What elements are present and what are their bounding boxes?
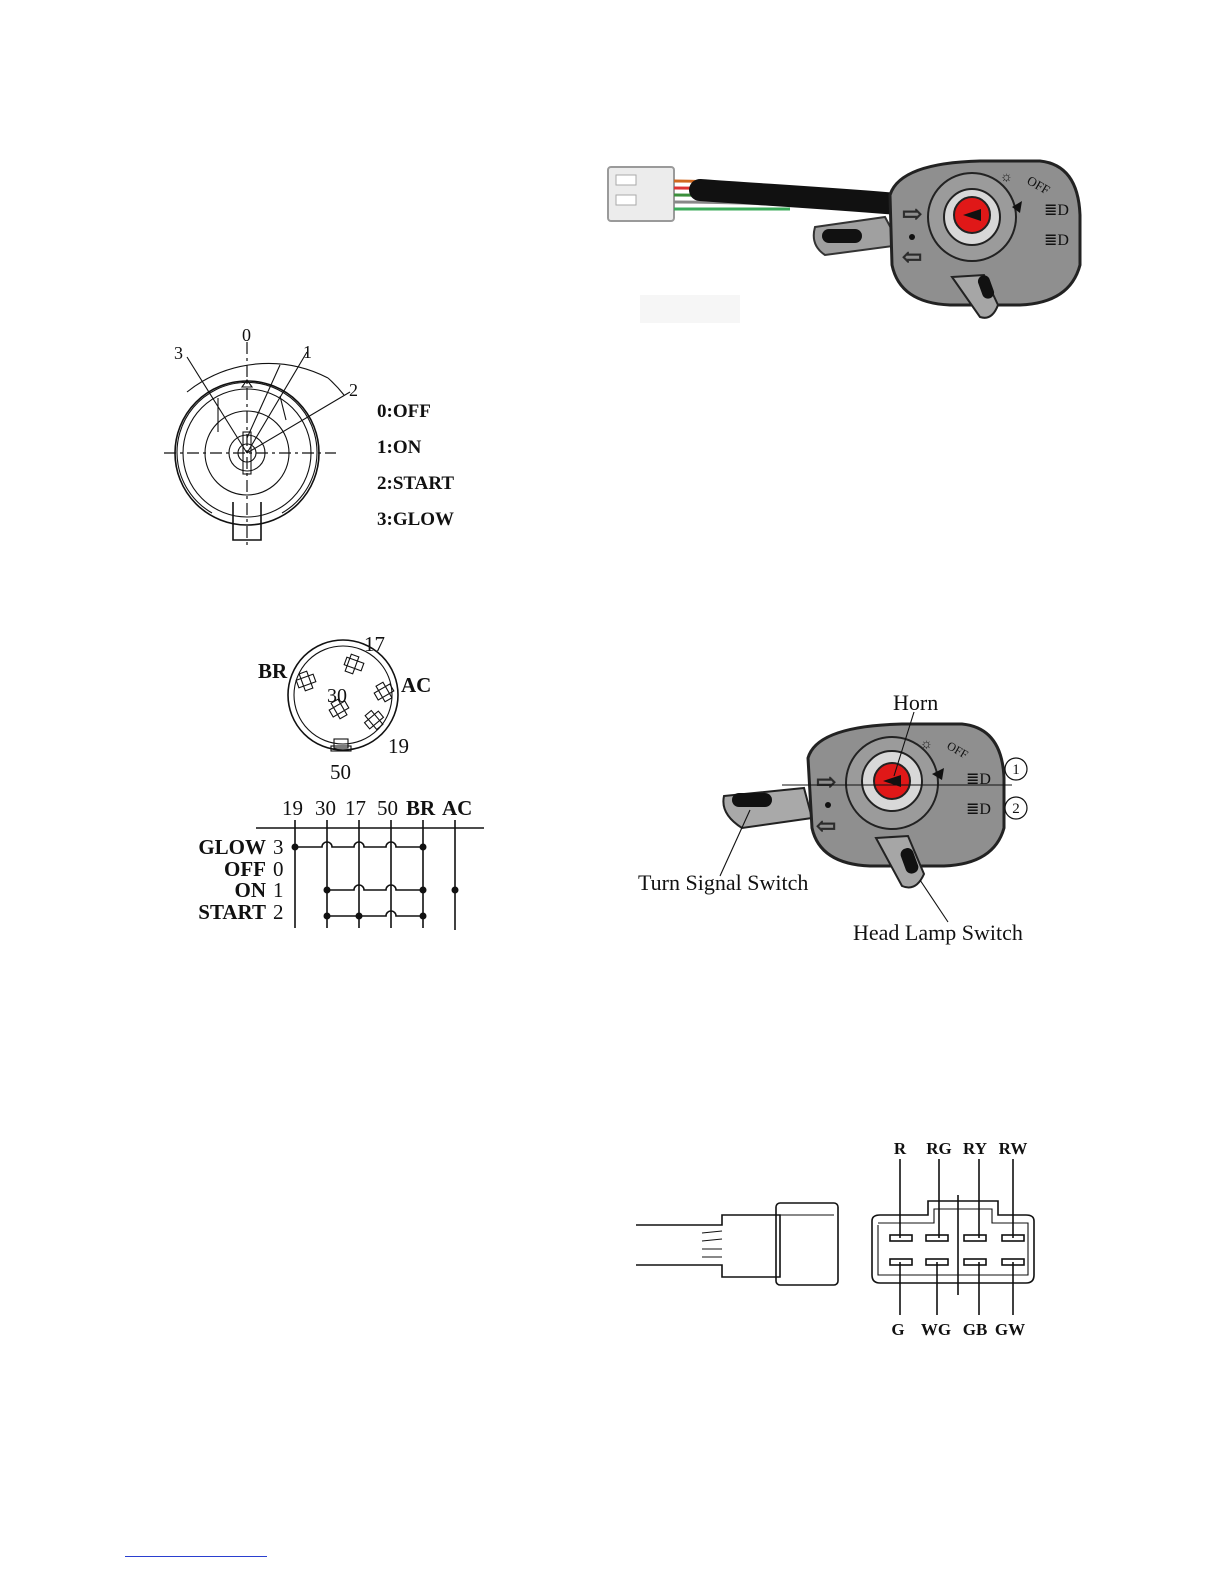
marker-1-label: 1 — [1012, 762, 1020, 778]
column-lines — [295, 820, 455, 930]
terminal-br-label: BR — [258, 659, 288, 683]
sun-icon: ☼ — [1000, 170, 1013, 185]
position-2-label: 2 — [349, 380, 358, 400]
labeled-headlamp-low-icon: ≣D — [966, 801, 991, 818]
connector-wires — [702, 1231, 722, 1257]
connector-plug — [608, 167, 674, 221]
pin-g-label: G — [891, 1320, 904, 1339]
ignition-switch-face — [164, 342, 350, 548]
legend-start: 2:START — [377, 473, 454, 494]
head-lamp-label: Head Lamp Switch — [853, 920, 1023, 945]
labeled-arrow-right-icon: ⇨ — [816, 770, 836, 796]
turn-signal-lever — [732, 793, 772, 807]
col-17-label: 17 — [345, 796, 366, 820]
row-on-num: 1 — [273, 878, 284, 902]
row-labels: GLOW 3 OFF 0 ON 1 START 2 — [198, 835, 283, 924]
legend-on: 1:ON — [377, 437, 422, 458]
row-glow-label: GLOW — [198, 835, 266, 859]
pin-rg-label: RG — [926, 1139, 952, 1158]
connection-start — [324, 911, 427, 920]
turn-signal-label: Turn Signal Switch — [638, 870, 808, 895]
pin-wg-label: WG — [921, 1320, 951, 1339]
pin-r-label: R — [894, 1139, 907, 1158]
row-glow-num: 3 — [273, 835, 284, 859]
switch-body: ⇨ ⇦ ☼ OFF ≣D ≣D — [890, 161, 1080, 318]
position-0-label: 0 — [242, 325, 251, 345]
pin-leads — [900, 1159, 1013, 1315]
pin-slots — [890, 1235, 1024, 1265]
terminal-19-label: 19 — [388, 734, 409, 758]
terminal-30-label: 30 — [327, 685, 347, 707]
turn-lever — [814, 217, 900, 255]
pin-gw-label: GW — [995, 1320, 1025, 1339]
legend-off: 0:OFF — [377, 401, 431, 422]
terminal-50-label: 50 — [330, 760, 351, 784]
arrow-right-icon: ⇨ — [902, 202, 922, 228]
combination-switch-diagram: ⇨ ⇦ ☼ OFF ≣D ≣D 1 2 Horn Turn Signal Swi… — [632, 688, 1042, 950]
photo-background — [640, 295, 740, 323]
wire-bundle — [674, 181, 910, 209]
horn-label: Horn — [893, 690, 938, 715]
switching-table: 19 30 17 50 BR AC GLOW 3 OFF 0 ON 1 STAR… — [170, 790, 490, 935]
labeled-switch-body: ⇨ ⇦ ☼ OFF ≣D ≣D — [723, 724, 1004, 888]
combination-switch-photo: ⇨ ⇦ ☼ OFF ≣D ≣D — [600, 155, 1090, 330]
marker-2-label: 2 — [1012, 801, 1020, 817]
row-on-label: ON — [235, 878, 267, 902]
headlamp-low-icon: ≣D — [1044, 232, 1069, 249]
pin-rw-label: RW — [999, 1139, 1028, 1158]
row-start-label: START — [198, 900, 266, 924]
arrow-left-icon: ⇦ — [902, 245, 922, 271]
table-header: 19 30 17 50 BR AC — [282, 796, 472, 820]
terminal-17-label: 17 — [364, 632, 385, 656]
terminal-layout-diagram: 17 BR 30 AC 19 50 — [250, 625, 450, 785]
row-start-num: 2 — [273, 900, 284, 924]
connector-pin-diagram: R RG RY RW G WG GB GW — [866, 1135, 1046, 1345]
headlamp-high-icon: ≣D — [1044, 202, 1069, 219]
pin-ry-label: RY — [963, 1139, 987, 1158]
col-50-label: 50 — [377, 796, 398, 820]
top-pin-labels: R RG RY RW — [894, 1139, 1027, 1158]
connector-side-view — [630, 1195, 845, 1295]
pin-gb-label: GB — [963, 1320, 988, 1339]
terminal-ac-label: AC — [401, 673, 431, 697]
col-ac-label: AC — [442, 796, 472, 820]
legend-glow: 3:GLOW — [377, 509, 454, 530]
labeled-arrow-left-icon: ⇦ — [816, 814, 836, 840]
ignition-switch-diagram: 0 1 2 3 0:OFF 1:ON 2:START 3:GLOW — [150, 320, 490, 560]
footer-rule — [125, 1556, 267, 1557]
col-br-label: BR — [406, 796, 436, 820]
bottom-pin-labels: G WG GB GW — [891, 1320, 1025, 1339]
col-30-label: 30 — [315, 796, 336, 820]
col-19-label: 19 — [282, 796, 303, 820]
position-1-label: 1 — [303, 342, 312, 362]
position-3-label: 3 — [174, 343, 183, 363]
labeled-sun-icon: ☼ — [920, 737, 933, 752]
